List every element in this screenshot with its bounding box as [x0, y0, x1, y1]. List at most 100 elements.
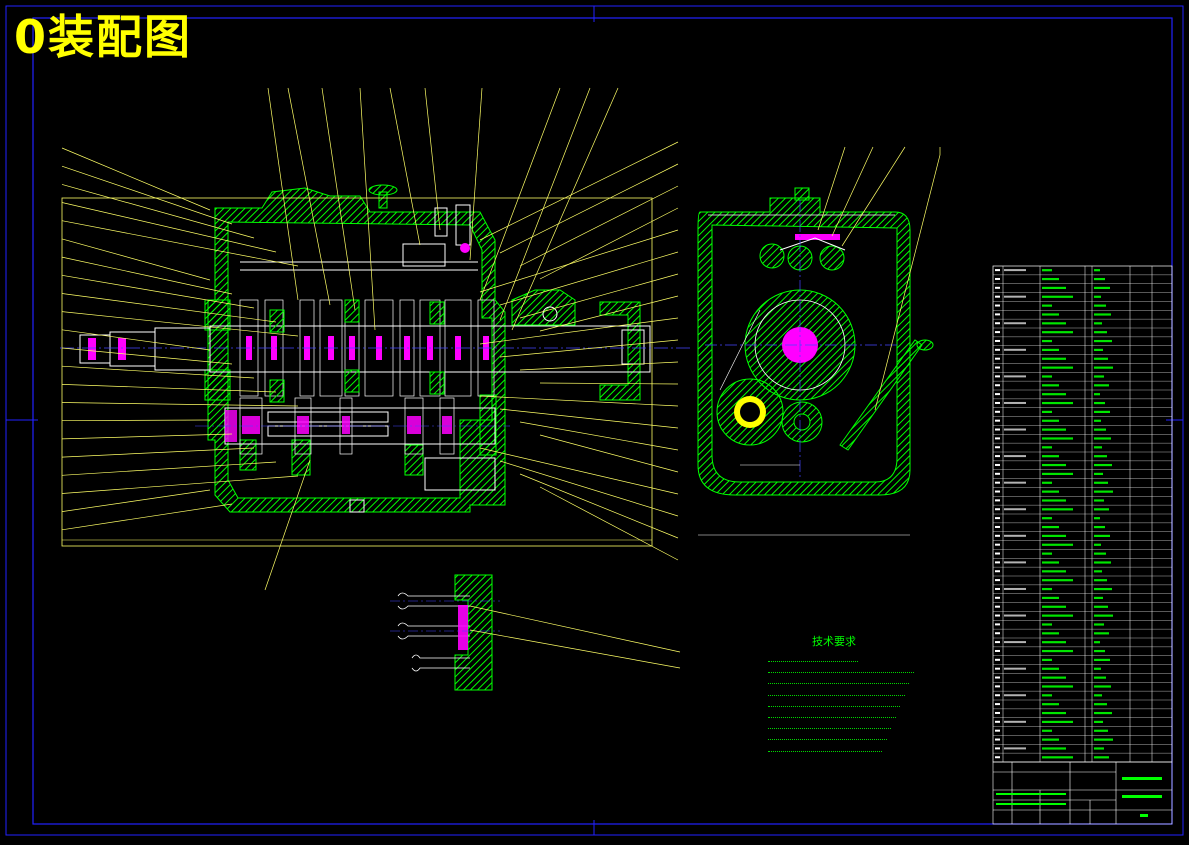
gear-hub-mark	[271, 336, 277, 360]
part-material-cell	[1094, 658, 1110, 662]
part-name-cell	[1042, 676, 1066, 679]
part-number-cell	[995, 463, 1000, 466]
part-name-cell	[1042, 481, 1052, 484]
part-material-cell	[1094, 455, 1107, 458]
part-material-cell	[1094, 490, 1113, 493]
part-number-cell	[995, 490, 1000, 493]
part-number-cell	[995, 587, 1000, 590]
part-material-cell	[1094, 756, 1109, 759]
part-name-cell	[1042, 756, 1073, 759]
part-material-cell	[1094, 729, 1108, 732]
synchronizer	[429, 371, 445, 395]
part-name-cell	[1042, 472, 1073, 476]
part-name-cell	[1042, 499, 1066, 502]
part-number-cell	[995, 711, 1000, 714]
part-number-cell	[995, 384, 1000, 387]
part-code-cell	[1004, 295, 1026, 298]
part-name-cell	[1042, 286, 1066, 290]
part-material-cell	[1094, 534, 1110, 538]
part-number-cell	[995, 437, 1000, 440]
part-name-cell	[1042, 490, 1059, 493]
part-name-cell	[1042, 393, 1066, 396]
part-number-cell	[995, 499, 1000, 502]
counter-shaft	[224, 407, 496, 491]
technical-requirement-line	[768, 677, 909, 685]
part-material-cell	[1094, 295, 1101, 298]
part-number-cell	[995, 552, 1000, 555]
part-number-cell	[995, 694, 1000, 697]
part-number-cell	[995, 747, 1000, 750]
part-number-cell	[995, 472, 1000, 475]
part-material-cell	[1094, 269, 1100, 272]
part-material-cell	[1094, 614, 1113, 617]
part-number-cell	[995, 286, 1000, 289]
part-material-cell	[1094, 375, 1104, 378]
part-code-cell	[1004, 348, 1026, 351]
part-material-cell	[1094, 525, 1105, 529]
part-name-cell	[1042, 366, 1073, 369]
part-number-cell	[995, 649, 1000, 652]
housing-hatching	[204, 187, 641, 513]
part-number-cell	[995, 641, 1000, 644]
part-number-cell	[995, 419, 1000, 422]
part-material-cell	[1094, 446, 1102, 449]
part-number-cell	[995, 481, 1000, 484]
part-name-cell	[1042, 667, 1059, 670]
part-number-cell	[995, 676, 1000, 679]
part-material-cell	[1094, 410, 1110, 414]
part-name-cell	[1042, 747, 1066, 750]
part-material-cell	[1094, 667, 1101, 670]
part-number-cell	[995, 729, 1000, 732]
part-material-cell	[1094, 499, 1104, 502]
synchronizer	[269, 379, 285, 403]
part-number-cell	[995, 632, 1000, 635]
part-material-cell	[1094, 393, 1100, 396]
part-material-cell	[1094, 703, 1107, 706]
part-number-cell	[995, 667, 1000, 670]
part-name-cell	[1042, 463, 1066, 467]
part-name-cell	[1042, 649, 1073, 653]
part-material-cell	[1094, 331, 1107, 334]
part-name-cell	[1042, 720, 1073, 724]
part-number-cell	[995, 428, 1000, 431]
part-number-cell	[995, 348, 1000, 351]
technical-requirement-line	[768, 666, 914, 674]
part-name-cell	[1042, 587, 1052, 591]
technical-requirements-title: 技术要求	[812, 635, 856, 648]
part-number-cell	[995, 605, 1000, 608]
technical-requirement-line	[768, 733, 887, 741]
part-material-cell	[1094, 401, 1105, 405]
part-number-cell	[995, 295, 1000, 298]
part-material-cell	[1094, 437, 1111, 440]
part-code-cell	[1004, 747, 1026, 750]
part-number-cell	[995, 393, 1000, 396]
main-section-view	[60, 184, 690, 547]
counter-gear-mark	[442, 416, 452, 434]
part-name-cell	[1042, 410, 1052, 414]
part-number-cell	[995, 366, 1000, 369]
part-name-cell	[1042, 570, 1066, 573]
part-leader-lines	[61, 87, 679, 591]
part-material-cell	[1094, 552, 1106, 555]
part-name-cell	[1042, 552, 1052, 555]
part-material-cell	[1094, 738, 1113, 741]
part-name-cell	[1042, 623, 1052, 626]
part-name-cell	[1042, 596, 1059, 600]
part-material-cell	[1094, 313, 1111, 316]
part-name-cell	[1042, 605, 1066, 608]
part-code-cell	[1004, 720, 1026, 723]
part-name-cell	[1042, 632, 1059, 635]
drawing-title: 0装配图	[14, 10, 193, 64]
part-number-cell	[995, 703, 1000, 706]
part-number-cell	[995, 304, 1000, 307]
counter-gear-mark	[342, 416, 350, 434]
part-material-cell	[1094, 286, 1110, 290]
part-material-cell	[1094, 605, 1108, 608]
part-material-cell	[1094, 348, 1103, 352]
part-name-cell	[1042, 357, 1066, 360]
part-number-cell	[995, 738, 1000, 741]
part-number-cell	[995, 579, 1000, 582]
section-envelope	[61, 197, 653, 547]
part-material-cell	[1094, 747, 1104, 750]
